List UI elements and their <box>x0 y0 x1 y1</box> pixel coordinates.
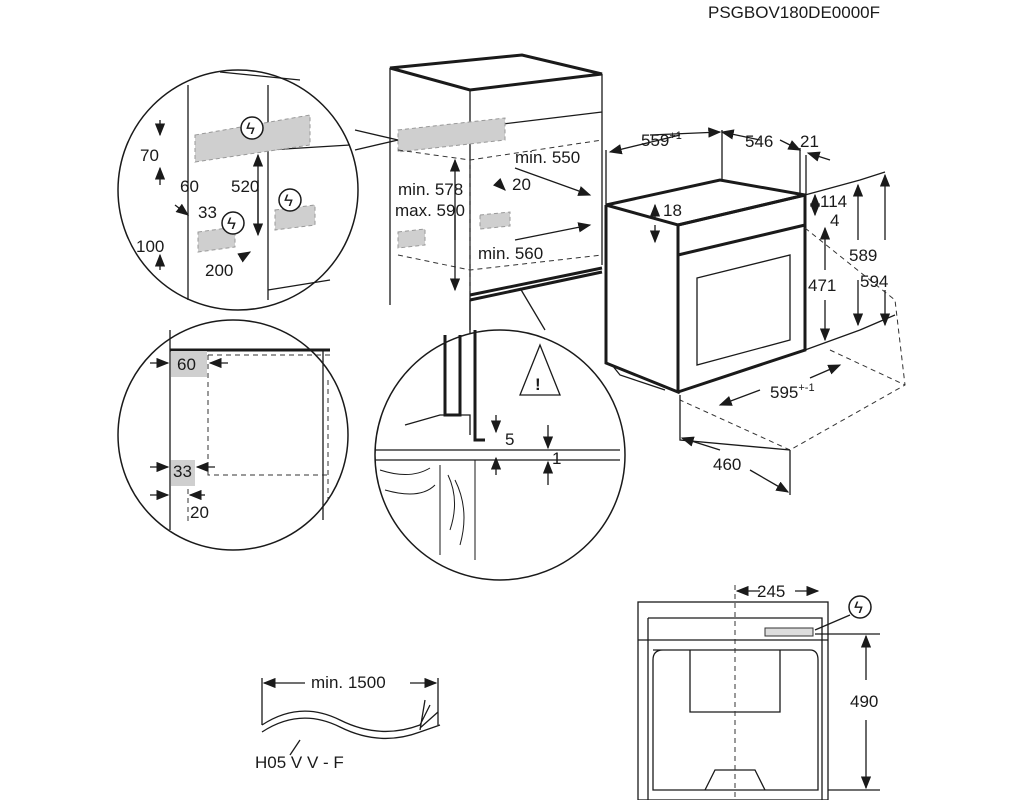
label-114: 114 <box>820 192 847 211</box>
label-471: 471 <box>808 276 836 295</box>
label-1: 1 <box>552 449 561 468</box>
label-520: 520 <box>231 177 259 196</box>
electric-hazard-icon: ϟ <box>246 119 255 138</box>
electric-hazard-icon: ϟ <box>227 214 236 233</box>
label-594: 594 <box>860 272 888 291</box>
label-depth-20: 20 <box>512 175 531 194</box>
label-cable-length: min. 1500 <box>311 673 386 692</box>
oven-drawing <box>604 127 906 495</box>
label-cable-type: H05 V V - F <box>255 753 344 772</box>
label-5: 5 <box>505 430 514 449</box>
warning-icon: ! <box>535 375 541 394</box>
label-100: 100 <box>136 237 164 256</box>
label-559: 559+1 <box>641 130 682 150</box>
label-70: 70 <box>140 146 159 165</box>
label-min-578: min. 578 <box>398 180 463 199</box>
label-60: 60 <box>180 177 199 196</box>
label-21: 21 <box>800 132 819 151</box>
electric-hazard-icon: ϟ <box>854 598 863 617</box>
detail-circle-warning: ! <box>374 287 626 581</box>
label-min-550: min. 550 <box>515 148 580 167</box>
label-max-590: max. 590 <box>395 201 465 220</box>
detail-circle-bottom <box>117 319 349 551</box>
label-20-bottom: 20 <box>190 503 209 522</box>
label-60-bottom: 60 <box>177 355 196 374</box>
detail-circle-top: ϟ ϟ ϟ <box>117 69 399 311</box>
electric-hazard-icon: ϟ <box>284 191 293 210</box>
label-245: 245 <box>757 582 785 601</box>
oven-rear-view: ϟ <box>637 585 880 800</box>
label-min-560: min. 560 <box>478 244 543 263</box>
label-4: 4 <box>830 211 839 230</box>
label-595: 595+-1 <box>770 382 815 402</box>
label-200: 200 <box>205 261 233 280</box>
label-490: 490 <box>850 692 878 711</box>
label-33: 33 <box>198 203 217 222</box>
power-cable-drawing <box>261 677 441 756</box>
label-18: 18 <box>663 201 682 220</box>
label-460: 460 <box>713 455 741 474</box>
label-33-bottom: 33 <box>173 462 192 481</box>
label-589: 589 <box>849 246 877 265</box>
label-546: 546 <box>745 132 773 151</box>
cabinet-drawing <box>389 53 603 340</box>
model-code: PSGBOV180DE0000F <box>708 3 880 22</box>
